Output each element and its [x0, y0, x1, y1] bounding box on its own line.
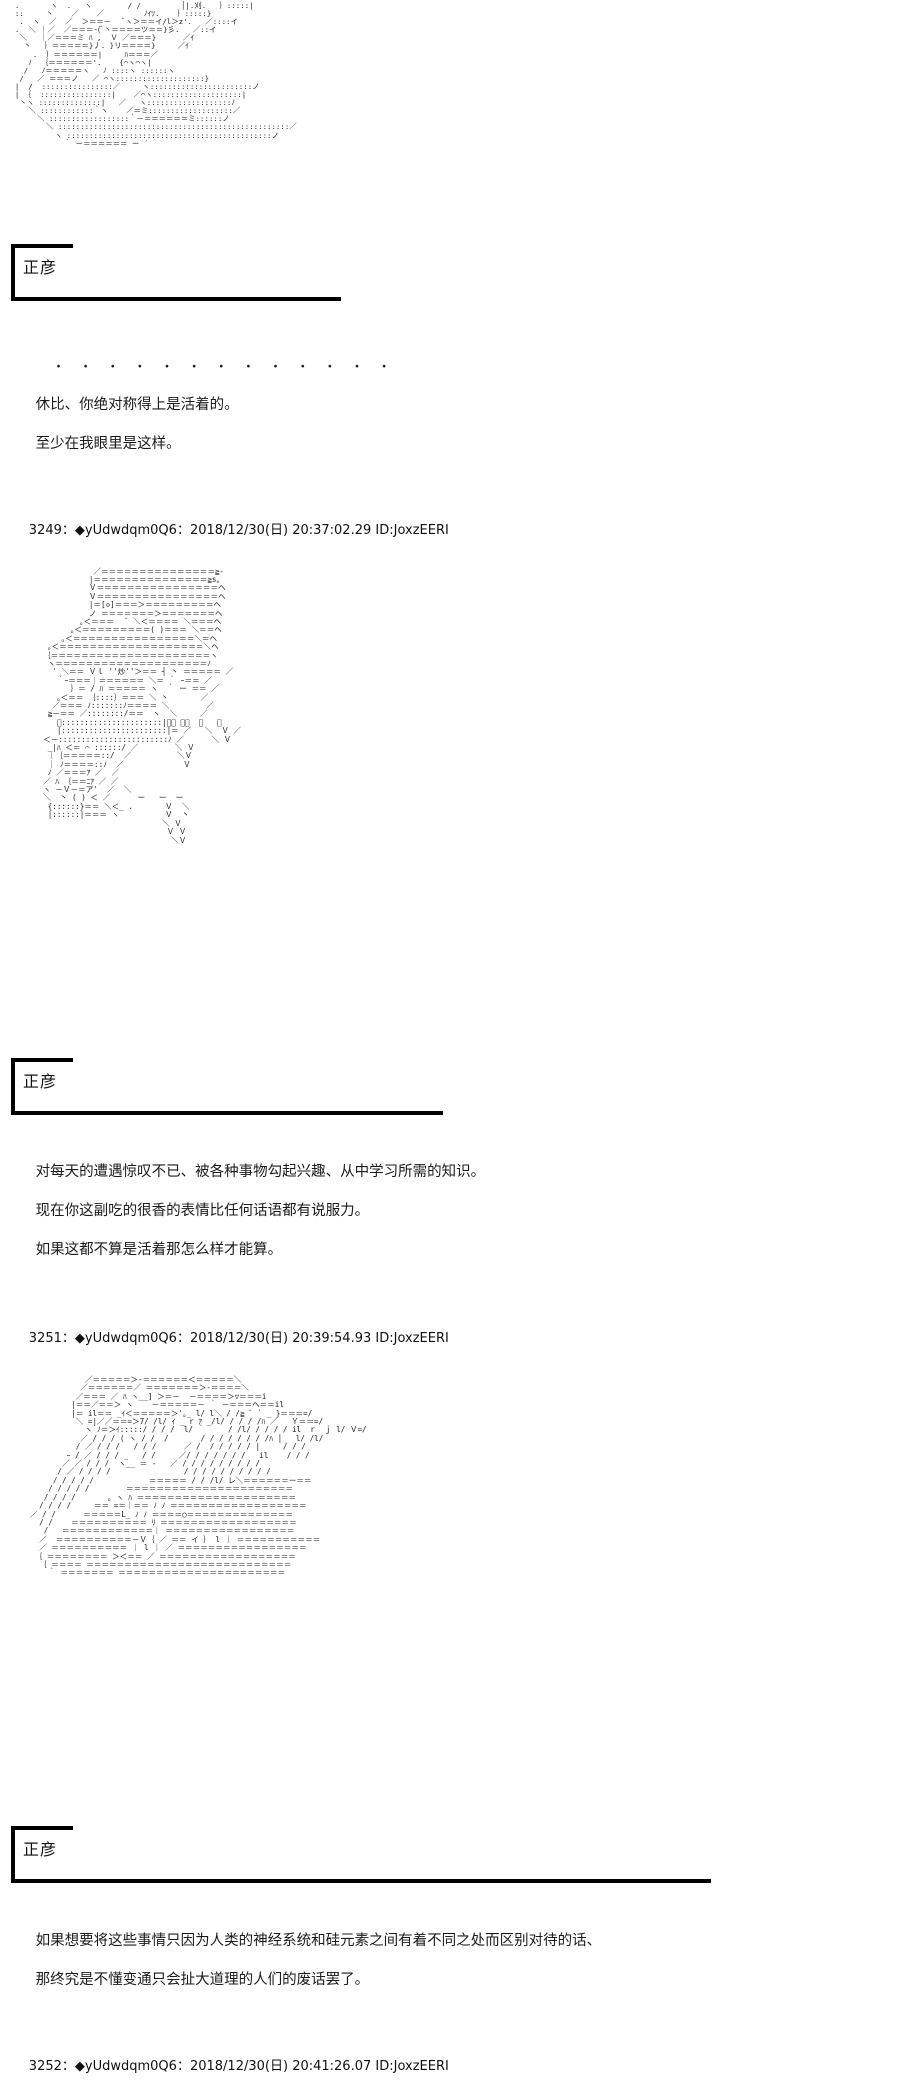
- meta-separator-2: ：: [176, 2058, 190, 2074]
- post-block: . ヽ . ヽ / / │|.刈. ｝:::::| :: 丶 ／ ／ ﾉｲﾂ. …: [0, 0, 910, 558]
- post-meta: 3252：◆yUdwdqm0Q6：2018/12/30(日) 20:41:26.…: [0, 2040, 910, 2094]
- speaker-nameplate: 正彦: [0, 1826, 910, 1888]
- meta-separator-1: ：: [61, 2058, 75, 2074]
- meta-separator-2: ：: [176, 522, 190, 538]
- meta-separator-2: ：: [176, 1331, 190, 1346]
- dialogue-line: 至少在我眼里是这样。: [35, 435, 181, 452]
- nameplate-top-border: [11, 1057, 73, 1062]
- ascii-art-character-1: . ヽ . ヽ / / │|.刈. ｝:::::| :: 丶 ／ ／ ﾉｲﾂ. …: [14, 1, 297, 148]
- speaker-nameplate: 正彦: [0, 244, 910, 306]
- post-meta: 3249：◆yUdwdqm0Q6：2018/12/30(日) 20:37:02.…: [0, 504, 910, 558]
- post-block: ／＝＝＝＝＝＝＝＝＝＝＝＝＝＝＝≧- |＝＝＝＝＝＝＝＝＝＝＝＝＝＝＝≧s｡ Ｖ…: [0, 564, 910, 1367]
- dialogue-line: 那终究是不懂变通只会扯大道理的人们的废话罢了。: [35, 1971, 370, 1988]
- post-number[interactable]: 3251: [28, 1331, 62, 1346]
- post-date: 2018/12/30(日): [189, 522, 289, 538]
- nameplate-left-border: [11, 244, 15, 301]
- nameplate-bottom-border: [11, 1110, 443, 1115]
- nameplate-top-border: [11, 244, 73, 248]
- nameplate-top-border: [11, 1826, 73, 1830]
- dialogue-line: 如果这都不算是活着那怎么样才能算。: [35, 1242, 283, 1258]
- post-tripcode: ◆yUdwdqm0Q6: [74, 2058, 177, 2074]
- post-time: 20:39:54.93: [292, 1331, 372, 1346]
- meta-separator-1: ：: [61, 1331, 75, 1346]
- speaker-name: 正彦: [23, 258, 58, 277]
- speaker-name: 正彦: [23, 1071, 58, 1091]
- dialogue-text: 对每天的遭遇惊叹不已、被各种事物勾起兴趣、从中学习所需的知识。 现在你这副吃的很…: [0, 1144, 910, 1281]
- dialogue-line: 对每天的遭遇惊叹不已、被各种事物勾起兴趣、从中学习所需的知识。: [35, 1164, 486, 1180]
- post-tripcode: ◆yUdwdqm0Q6: [74, 1331, 177, 1346]
- nameplate-bottom-border: [11, 297, 341, 301]
- nameplate-bottom-border: [11, 1879, 711, 1883]
- post-id: ID:JoxzEERI: [375, 522, 449, 538]
- post-number[interactable]: 3249: [28, 522, 62, 538]
- post-time: 20:41:26.07: [292, 2058, 372, 2074]
- nameplate-left-border: [11, 1057, 15, 1115]
- post-time: 20:37:02.29: [292, 522, 372, 538]
- dialogue-line: 休比、你绝对称得上是活着的。: [35, 396, 239, 413]
- post-meta: 3251：◆yUdwdqm0Q6：2018/12/30(日) 20:39:54.…: [0, 1312, 910, 1366]
- post-number[interactable]: 3252: [28, 2058, 62, 2074]
- dialogue-line: 现在你这副吃的很香的表情比任何话语都有说服力。: [35, 1203, 370, 1219]
- nameplate-left-border: [11, 1826, 15, 1883]
- dialogue-dots: ・ ・ ・ ・ ・ ・ ・ ・ ・ ・ ・ ・ ・: [52, 360, 396, 375]
- speaker-name: 正彦: [23, 1840, 58, 1859]
- dialogue-line: 如果想要将这些事情只因为人类的神经系统和硅元素之间有着不同之处而区别对待的话、: [35, 1932, 602, 1949]
- post-id: ID:JoxzEERI: [375, 1331, 449, 1346]
- post-tripcode: ◆yUdwdqm0Q6: [74, 522, 177, 538]
- post-block: ／＝＝＝＝＝＞-＝＝＝＝＝＝＜＝＝＝＝＝＼ ／＝＝＝＝＝＝／ ＝＝＝＝＝＝＝＞-…: [0, 1372, 910, 2094]
- post-id: ID:JoxzEERI: [375, 2058, 449, 2074]
- dialogue-text: ・ ・ ・ ・ ・ ・ ・ ・ ・ ・ ・ ・ ・ 休比、你绝对称得上是活着的。…: [0, 320, 910, 474]
- dialogue-text: 如果想要将这些事情只因为人类的神经系统和硅元素之间有着不同之处而区别对待的话、 …: [0, 1912, 910, 2010]
- post-date: 2018/12/30(日): [189, 1331, 289, 1346]
- meta-separator-1: ：: [61, 522, 75, 538]
- ascii-art-character-2: ／＝＝＝＝＝＝＝＝＝＝＝＝＝＝＝≧- |＝＝＝＝＝＝＝＝＝＝＝＝＝＝＝≧s｡ Ｖ…: [43, 566, 242, 845]
- ascii-art-character-3: ／＝＝＝＝＝＞-＝＝＝＝＝＝＜＝＝＝＝＝＼ ／＝＝＝＝＝＝／ ＝＝＝＝＝＝＝＞-…: [30, 1375, 367, 1578]
- speaker-nameplate: 正彦: [0, 1057, 910, 1120]
- post-date: 2018/12/30(日): [189, 2058, 289, 2074]
